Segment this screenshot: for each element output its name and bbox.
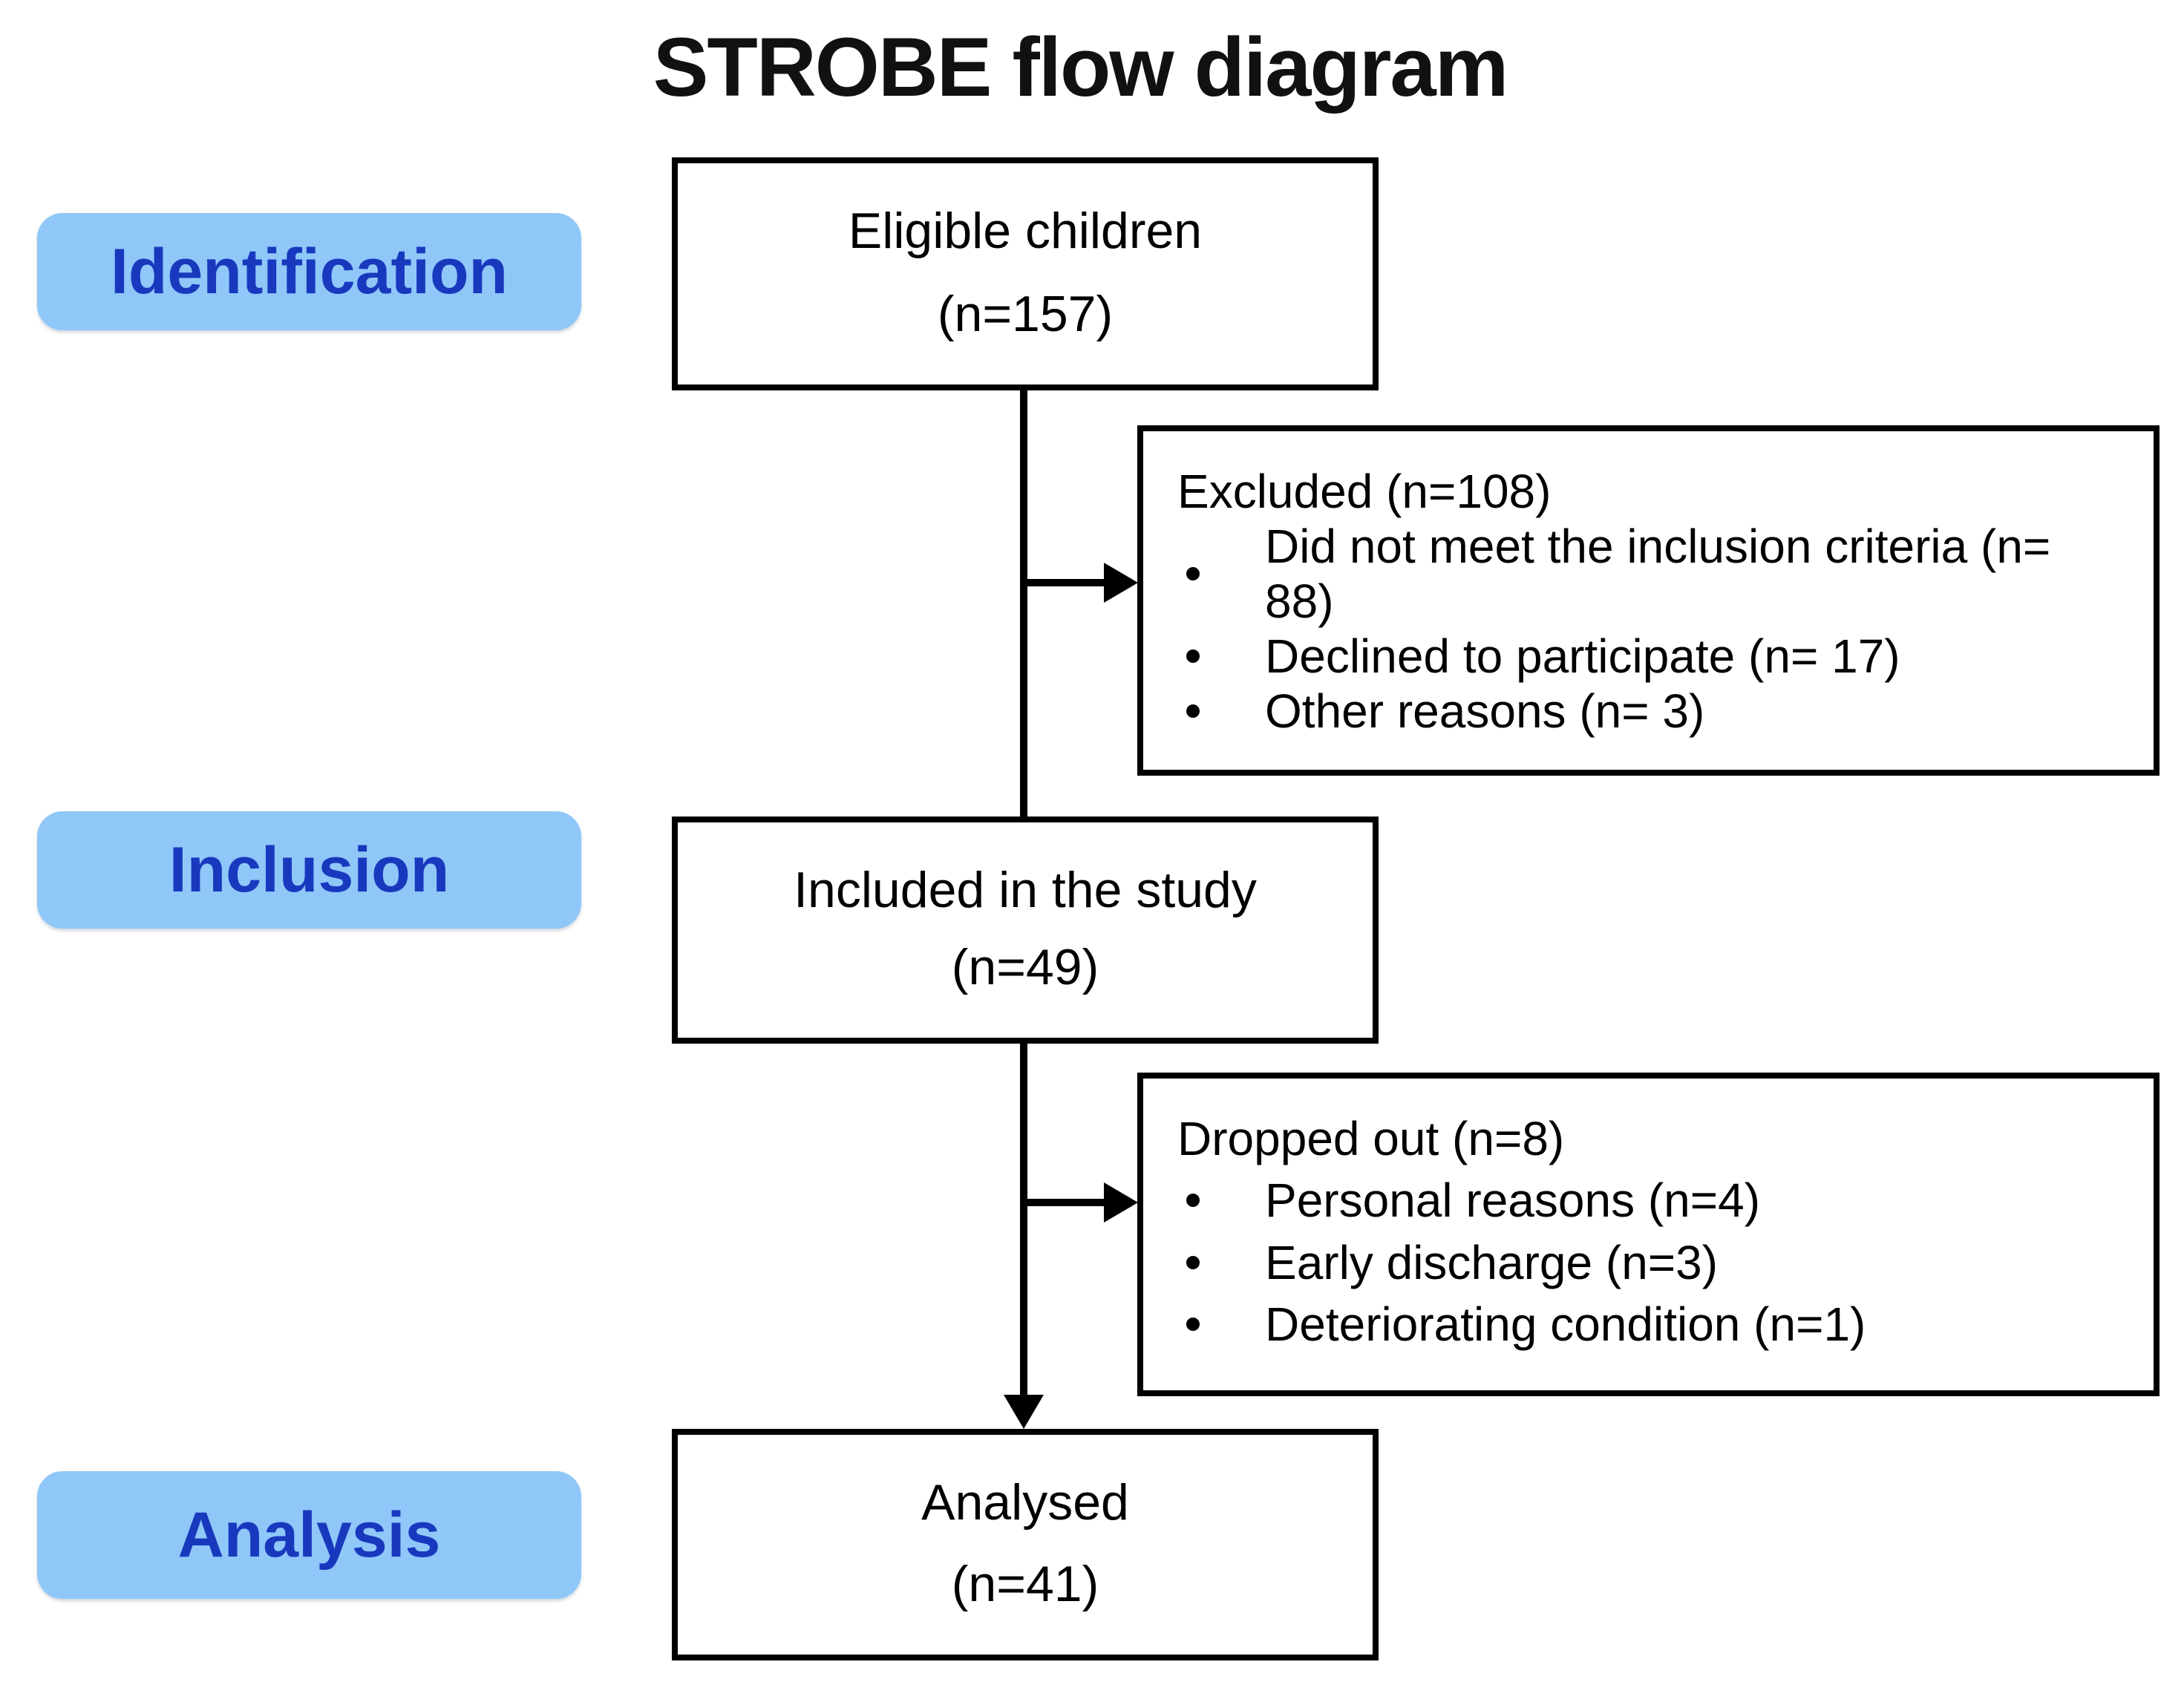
arrowhead-down-icon — [1004, 1395, 1044, 1429]
stage-label-identification: Identification — [37, 213, 581, 330]
excluded-item-row: Other reasons (n= 3) — [1143, 684, 2131, 739]
bullet-icon — [1186, 1194, 1200, 1208]
dropped-out-item-row: Early discharge (n=3) — [1143, 1235, 2131, 1290]
stage-label-inclusion: Inclusion — [37, 811, 581, 929]
arrowhead-right-icon — [1104, 1182, 1138, 1223]
flow-box-eligible-children: Eligible children (n=157) — [672, 157, 1379, 390]
side-box-excluded: Excluded (n=108) Did not meet the inclus… — [1137, 425, 2160, 776]
stage-label-analysis-text: Analysis — [177, 1499, 441, 1571]
diagram-title: STROBE flow diagram — [653, 21, 1509, 114]
bullet-icon — [1186, 1317, 1200, 1331]
stage-label-inclusion-text: Inclusion — [169, 834, 450, 906]
analysed-label: Analysed — [921, 1474, 1129, 1531]
dropped-out-item-2: Early discharge (n=3) — [1265, 1235, 1719, 1289]
stage-label-identification-text: Identification — [110, 235, 509, 307]
bullet-icon — [1186, 704, 1200, 718]
flow-box-analysed: Analysed (n=41) — [672, 1429, 1379, 1660]
eligible-children-count: (n=157) — [937, 286, 1114, 342]
bullet-icon — [1186, 649, 1200, 663]
included-in-study-label: Included in the study — [794, 862, 1257, 918]
flow-box-included-in-study: Included in the study (n=49) — [672, 817, 1379, 1044]
side-box-dropped-out: Dropped out (n=8) Personal reasons (n=4)… — [1137, 1073, 2160, 1396]
dropped-out-item-row: Personal reasons (n=4) — [1143, 1173, 2131, 1228]
excluded-item-2: Declined to participate (n= 17) — [1265, 629, 1900, 683]
excluded-item-3: Other reasons (n= 3) — [1265, 684, 1705, 738]
arrowhead-right-icon — [1104, 563, 1138, 603]
included-in-study-count: (n=49) — [951, 939, 1099, 995]
dropped-out-item-3: Deteriorating condition (n=1) — [1265, 1297, 1866, 1351]
excluded-item-row: Declined to participate (n= 17) — [1143, 629, 2131, 684]
excluded-heading: Excluded (n=108) — [1177, 465, 1552, 518]
bullet-icon — [1186, 1255, 1200, 1269]
analysed-count: (n=41) — [951, 1556, 1099, 1612]
dropped-out-item-1: Personal reasons (n=4) — [1265, 1174, 1761, 1228]
dropped-out-heading: Dropped out (n=8) — [1177, 1112, 1565, 1165]
stage-label-analysis: Analysis — [37, 1471, 581, 1599]
excluded-item-1: Did not meet the inclusion criteria (n= … — [1265, 520, 2051, 628]
connector-included-to-analysed — [1020, 1041, 1027, 1396]
bullet-icon — [1186, 567, 1200, 580]
connector-branch-to-dropped-out — [1024, 1199, 1107, 1206]
excluded-item-row: Did not meet the inclusion criteria (n= … — [1143, 519, 2131, 629]
dropped-out-item-row: Deteriorating condition (n=1) — [1143, 1297, 2131, 1352]
eligible-children-label: Eligible children — [848, 203, 1203, 259]
connector-eligible-to-included — [1020, 386, 1027, 821]
connector-branch-to-excluded — [1024, 579, 1107, 586]
